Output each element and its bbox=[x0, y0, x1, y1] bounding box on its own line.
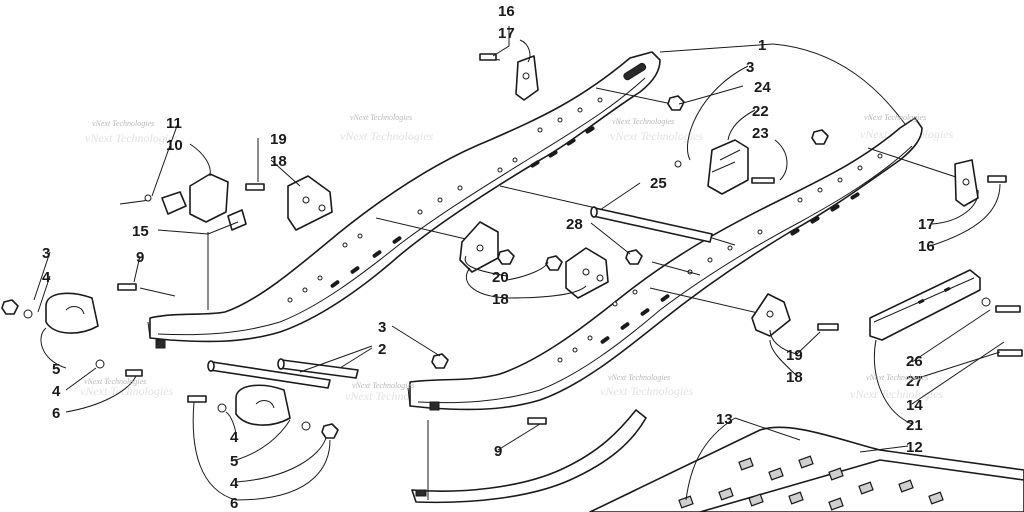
callout-16: 16 bbox=[918, 238, 935, 255]
left-slide-rail bbox=[147, 51, 661, 349]
callout-4: 4 bbox=[230, 429, 239, 446]
lower-slide bbox=[411, 409, 647, 504]
callout-21: 21 bbox=[906, 417, 923, 434]
leader-lines bbox=[33, 26, 1005, 501]
callout-19: 19 bbox=[270, 131, 287, 148]
watermark-small: vNext Technologies bbox=[866, 373, 928, 382]
callout-27: 27 bbox=[906, 373, 923, 390]
bolts bbox=[23, 183, 1023, 431]
hinge-block bbox=[119, 173, 247, 231]
cross-shafts bbox=[207, 87, 966, 389]
callout-13: 13 bbox=[716, 411, 733, 428]
rail-slots bbox=[600, 192, 860, 344]
callout-6: 6 bbox=[52, 405, 60, 422]
callout-17: 17 bbox=[918, 216, 935, 233]
callout-17: 17 bbox=[498, 25, 515, 42]
watermark-small: vNext Technologies bbox=[864, 113, 926, 122]
callout-4: 4 bbox=[52, 383, 61, 400]
top-bracket-left bbox=[479, 53, 539, 101]
callout-11: 11 bbox=[166, 115, 182, 132]
watermark: vNext Technologies bbox=[80, 384, 174, 398]
right-bracket bbox=[954, 159, 1007, 207]
callout-4: 4 bbox=[42, 269, 51, 286]
watermark-small: vNext Technologies bbox=[612, 117, 674, 126]
callout-28: 28 bbox=[566, 216, 583, 233]
callout-2: 2 bbox=[378, 341, 386, 358]
callout-16: 16 bbox=[498, 3, 515, 20]
callout-10: 10 bbox=[166, 137, 183, 154]
callout-3: 3 bbox=[42, 245, 50, 262]
watermark-small: vNext Technologies bbox=[608, 373, 670, 382]
callout-18: 18 bbox=[786, 369, 803, 386]
callout-24: 24 bbox=[754, 79, 771, 96]
watermark: vNext Technologies bbox=[600, 384, 694, 398]
callout-5: 5 bbox=[230, 453, 238, 470]
callout-1: 1 bbox=[758, 37, 766, 54]
track-clips bbox=[678, 455, 944, 511]
watermark-small-layer: vNext Technologies vNext Technologies vN… bbox=[84, 113, 928, 390]
rail-slots bbox=[330, 126, 595, 288]
callout-3: 3 bbox=[746, 59, 754, 76]
callout-labels: 1 16 17 3 24 22 23 25 28 17 16 11 10 19 … bbox=[42, 3, 935, 512]
callout-9: 9 bbox=[494, 443, 502, 460]
right-slide-rail bbox=[407, 117, 923, 411]
callout-18: 18 bbox=[270, 153, 287, 170]
bumper-stops bbox=[45, 292, 291, 426]
callout-18: 18 bbox=[492, 291, 509, 308]
callout-12: 12 bbox=[906, 439, 923, 456]
watermark-small: vNext Technologies bbox=[352, 381, 414, 390]
watermark-small: vNext Technologies bbox=[84, 377, 146, 386]
watermark: vNext Technologies bbox=[85, 131, 179, 145]
rail-holes bbox=[557, 153, 883, 363]
wear-strip bbox=[869, 269, 981, 341]
callout-6: 6 bbox=[230, 495, 238, 512]
watermark-small: vNext Technologies bbox=[92, 119, 154, 128]
callout-14: 14 bbox=[906, 397, 923, 414]
callout-23: 23 bbox=[752, 125, 769, 142]
callout-5: 5 bbox=[52, 361, 60, 378]
track bbox=[589, 426, 1024, 512]
callout-3: 3 bbox=[378, 319, 386, 336]
callout-19: 19 bbox=[786, 347, 803, 364]
watermark: vNext Technologies bbox=[610, 129, 704, 143]
shock-brackets bbox=[287, 175, 791, 337]
callout-15: 15 bbox=[132, 223, 149, 240]
watermark: vNext Technologies bbox=[340, 129, 434, 143]
center-bracket bbox=[674, 139, 775, 195]
watermark: vNext Technologies bbox=[850, 387, 944, 401]
callout-20: 20 bbox=[492, 269, 509, 286]
callout-4: 4 bbox=[230, 475, 239, 492]
callout-25: 25 bbox=[650, 175, 667, 192]
callout-9: 9 bbox=[136, 249, 144, 266]
rail-holes bbox=[287, 97, 603, 303]
watermark-small: vNext Technologies bbox=[350, 113, 412, 122]
callout-22: 22 bbox=[752, 103, 769, 120]
callout-26: 26 bbox=[906, 353, 923, 370]
